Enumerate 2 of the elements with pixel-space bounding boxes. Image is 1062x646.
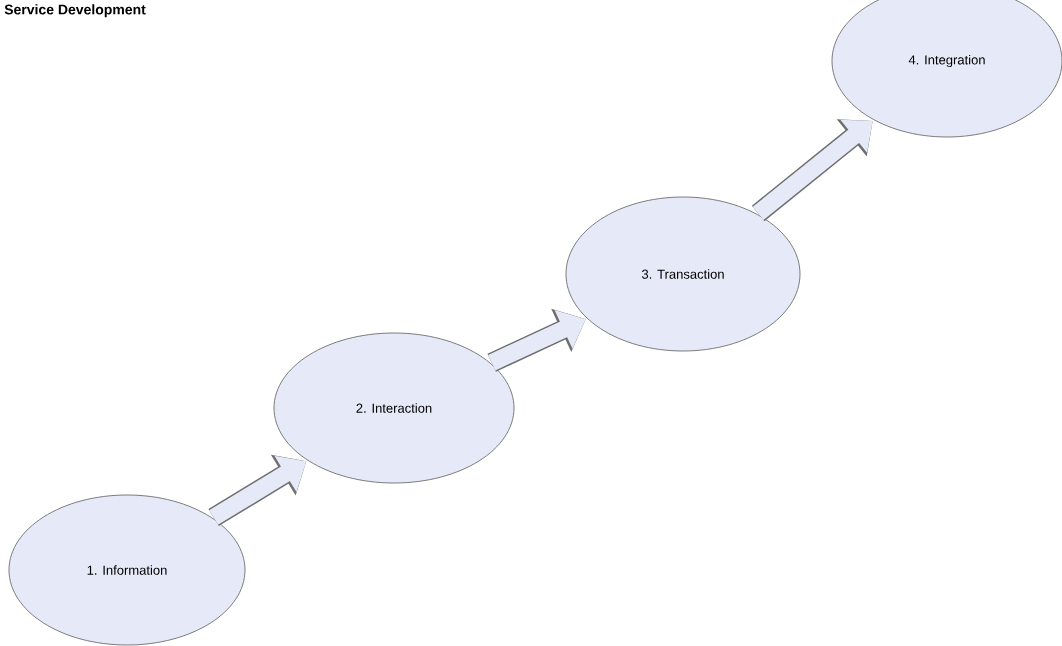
- block-arrow: [751, 119, 873, 222]
- title: Service Development: [4, 4, 146, 18]
